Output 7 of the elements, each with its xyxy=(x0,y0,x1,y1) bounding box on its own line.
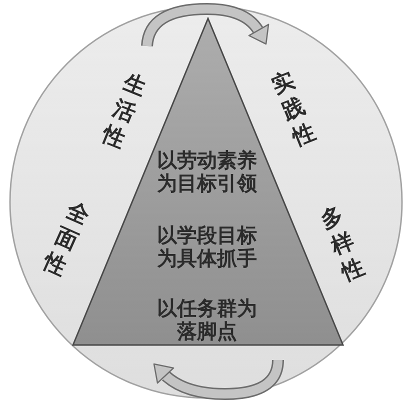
property-label: 实践性 xyxy=(267,66,320,154)
principle-text: 以学段目标为具体抓手 xyxy=(156,224,258,270)
principle-text: 以劳动素养为目标引领 xyxy=(156,149,258,195)
property-label: 生活性 xyxy=(98,68,151,156)
property-label: 多样性 xyxy=(316,202,370,288)
property-label: 全面性 xyxy=(38,197,94,284)
principle-text: 以任务群为落脚点 xyxy=(156,297,258,343)
